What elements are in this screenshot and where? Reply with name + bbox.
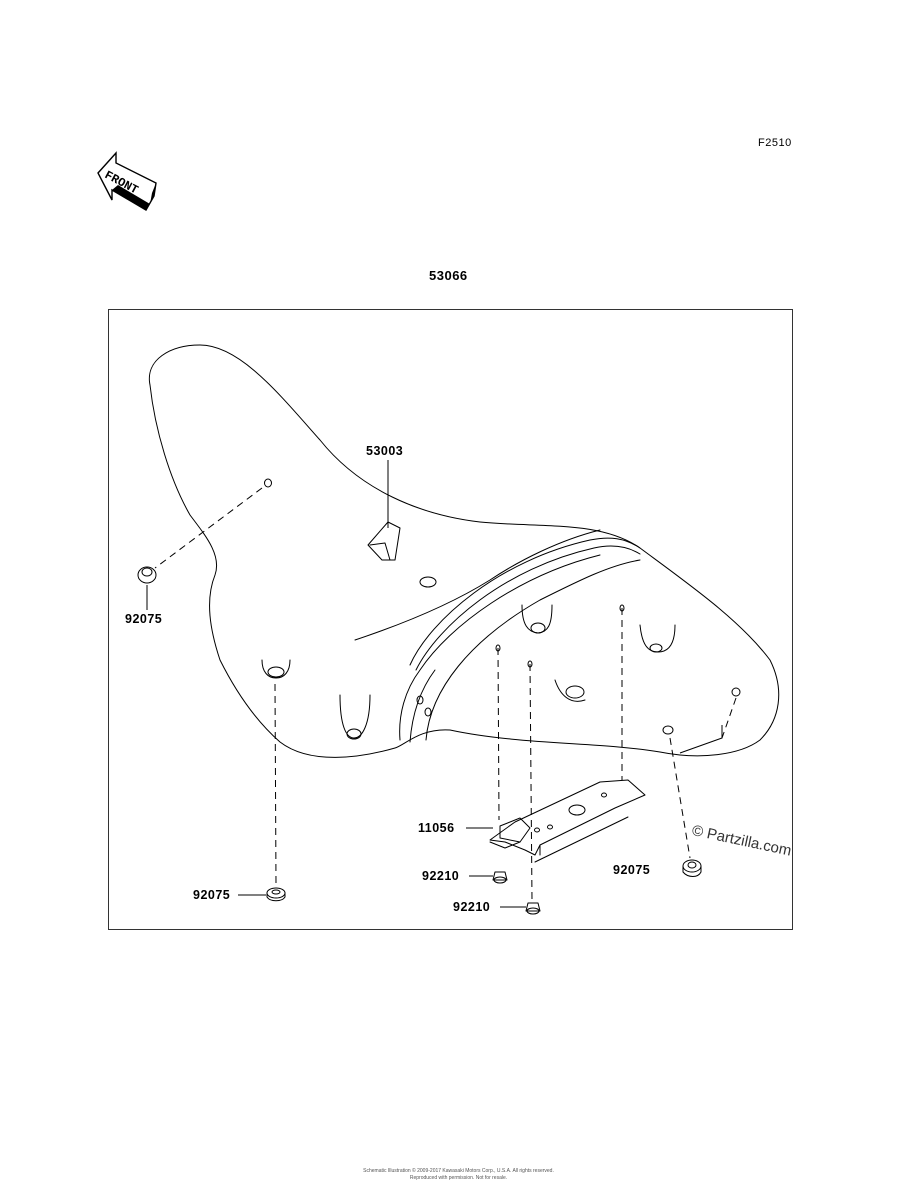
nut-lower-shape	[525, 902, 541, 915]
diagram-frame	[108, 309, 793, 930]
footer-copyright-line2: Reproduced with permission. Not for resa…	[409, 1175, 508, 1181]
nut-upper-shape	[492, 871, 508, 884]
grommet-left-shape	[137, 566, 157, 584]
figure-code: F2510	[758, 137, 792, 149]
part-label-seat: 53003	[366, 444, 404, 458]
footer-copyright-line1: Schematic Illustration © 2009-2017 Kawas…	[363, 1168, 554, 1174]
part-label-grommet-bottom: 92075	[193, 888, 231, 902]
grommet-right-shape	[682, 859, 702, 877]
part-label-nut-lower: 92210	[453, 900, 491, 914]
part-label-nut-upper: 92210	[422, 869, 460, 883]
assembly-number: 53066	[429, 268, 468, 283]
part-label-grommet-left: 92075	[125, 612, 163, 626]
seat-outline	[148, 344, 780, 758]
part-label-grommet-right: 92075	[613, 863, 651, 877]
grommet-bottom-shape	[266, 887, 286, 902]
bracket-shape	[489, 779, 646, 856]
part-label-bracket: 11056	[418, 821, 455, 835]
